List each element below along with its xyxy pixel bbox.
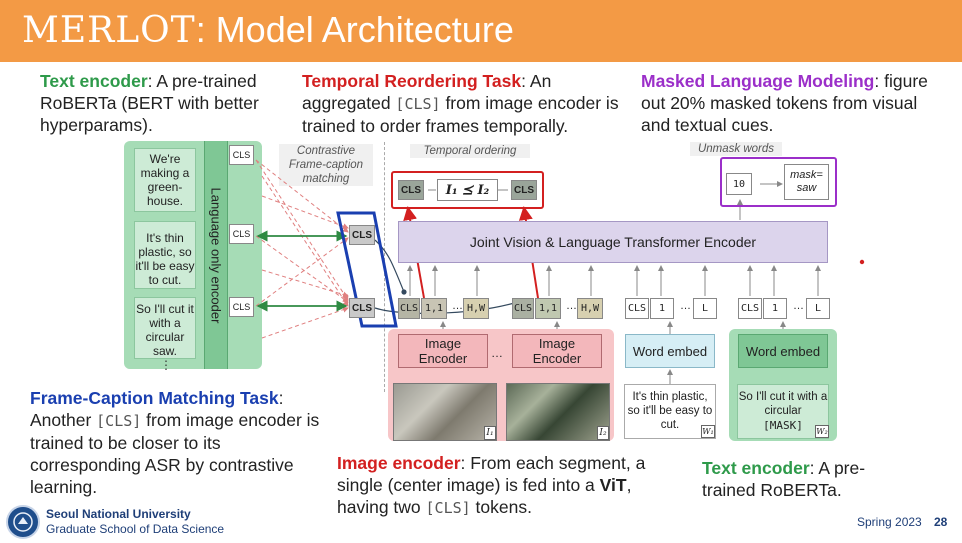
text-encoder-body: : A pre-trained RoBERTa (BERT with bette… [40,71,259,135]
temporal-cls-1: CLS [398,180,424,200]
img2-patch-hw: H,W [577,298,603,319]
temporal-body1: : An aggregated [302,71,552,113]
footer-term: Spring 2023 [857,515,922,529]
txt1-tok-1: 1 [650,298,674,319]
image-cls-a: CLS [349,225,375,245]
fcm-body2: from image encoder is trained to be clos… [30,410,320,497]
temporal-cls-2: CLS [511,180,537,200]
temporal-formula: I₁ ⪯ I₂ [437,179,498,201]
text-encoder-bottom-body: : A pre-trained RoBERTa. [702,458,866,500]
vit-label: ViT [599,475,627,495]
image-encoder-callout: Image encoder: From each segment, a sing… [337,452,667,519]
fcm-body1: : Another [30,388,284,430]
image-encoder-2: Image Encoder [512,334,602,368]
mask-token: 10 [726,173,752,195]
asr-text-2: So I'll cut it with a circular [MASK] [737,384,829,439]
img1-cls-token: CLS [398,298,420,319]
joint-encoder: Joint Vision & Language Transformer Enco… [398,221,828,263]
frame-1 [393,383,497,441]
contrastive-label: Contrastive Frame-caption matching [279,144,373,186]
title-merlot: MERLOT [22,10,196,51]
university-logo-icon [13,512,33,532]
caption-2: It's thin plastic, so it'll be easy to c… [134,221,196,289]
txt2-dots: … [793,300,804,312]
language-encoder-bar [204,141,228,369]
image-encoder-1: Image Encoder [398,334,488,368]
txt2-tok-1: 1 [763,298,787,319]
word-embed-1: Word embed [625,334,715,368]
img1-dots: … [452,300,463,312]
word-embed-2: Word embed [738,334,828,368]
frame-tag-1: I₁ [484,426,496,440]
image-cls-b: CLS [349,298,375,318]
caption-3: So I'll cut it with a circular saw. [134,297,196,359]
text-encoder-bottom-heading: Text encoder [702,458,810,478]
fcm-callout: Frame-Caption Matching Task: Another [CL… [30,387,320,498]
fcm-heading: Frame-Caption Matching Task [30,388,279,408]
title-bar: MERLOT: Model Architecture [0,0,962,62]
mlm-callout: Masked Language Modeling: figure out 20%… [641,70,951,136]
footer-page-number: 28 [934,515,948,529]
asr-tag-1: W₁ [701,425,715,438]
txt1-cls-token: CLS [625,298,649,319]
temporal-callout: Temporal Reordering Task: An aggregated … [302,70,638,137]
frame-tag-2: I₂ [597,426,609,440]
text-cls-3: CLS [229,297,254,317]
txt1-tok-l: L [693,298,717,319]
txt1-dots: … [680,300,691,312]
caption-ellipsis: ⋮ [160,358,172,372]
asr-tag-2: W₂ [815,425,829,438]
img2-cls-token: CLS [512,298,534,319]
temporal-ordering-label: Temporal ordering [410,144,530,158]
temporal-cls: [CLS] [395,95,441,113]
fcm-cls: [CLS] [96,412,142,430]
txt2-tok-l: L [806,298,830,319]
text-encoder-callout: Text encoder: A pre-trained RoBERTa (BER… [40,70,280,136]
university-logo [6,505,40,539]
temporal-heading: Temporal Reordering Task [302,71,522,91]
temporal-box [391,171,544,209]
img2-dots: … [566,300,577,312]
mask-answer: mask= saw [784,164,829,200]
asr-text-2-words: So I'll cut it with a circular [738,391,828,417]
title-rest: : Model Architecture [195,9,514,50]
mlm-heading: Masked Language Modeling [641,71,875,91]
mlm-box [720,157,837,207]
image-encoder-body1: : From each segment, a single (center im… [337,453,646,495]
caption-1: We're making a green-house. [134,148,196,212]
unmask-label: Unmask words [690,142,782,156]
temporal-body2: from image encoder is trained to order f… [302,93,619,136]
asr-mask-token: [MASK] [763,419,803,432]
slide-title: MERLOT: Model Architecture [22,9,514,51]
img1-patch-11: 1,1 [421,298,447,319]
encoder-dots: … [491,346,503,360]
frame-2 [506,383,610,441]
img1-patch-hw: H,W [463,298,489,319]
image-encoder-heading: Image encoder [337,453,461,473]
footer-university: Seoul National University [46,507,191,521]
image-encoder-body3: tokens. [470,497,532,517]
footer-school: Graduate School of Data Science [46,522,225,536]
text-cls-2: CLS [229,224,254,244]
mlm-body: : figure out 20% masked tokens from visu… [641,71,928,135]
image-encoder-body2: , having two [337,475,632,517]
asr-text-1: It's thin plastic, so it'll be easy to c… [624,384,716,439]
text-cls-1: CLS [229,145,254,165]
txt2-cls-token: CLS [738,298,762,319]
text-encoder-callout-bottom: Text encoder: A pre-trained RoBERTa. [702,457,902,501]
text-encoder-heading: Text encoder [40,71,148,91]
img2-patch-11: 1,1 [535,298,561,319]
image-encoder-cls: [CLS] [425,499,471,517]
